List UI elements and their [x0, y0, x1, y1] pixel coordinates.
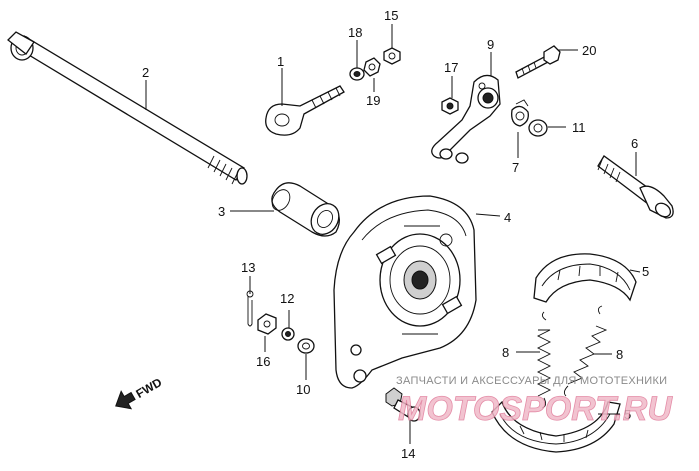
callout-8-right: 8 [616, 347, 623, 362]
chain-adjuster [265, 85, 345, 136]
callout-6: 6 [631, 136, 638, 151]
callout-5-lower: 5 [624, 407, 631, 422]
watermark-caption: ЗАПЧАСТИ И АКСЕССУАРЫ ДЛЯ МОТОТЕХНИКИ [396, 375, 667, 387]
callout-18: 18 [348, 25, 362, 40]
callout-5-upper: 5 [642, 264, 649, 279]
watermark-logo: MOTOSPORT.RU [398, 390, 673, 428]
fwd-label: FWD [134, 375, 165, 401]
callout-9: 9 [487, 37, 494, 52]
brake-shoe-upper [533, 253, 637, 303]
callout-16: 16 [256, 354, 270, 369]
callout-2: 2 [142, 65, 149, 80]
callout-14: 14 [401, 446, 415, 461]
washer-11 [528, 119, 548, 137]
brake-cam [597, 155, 674, 219]
callout-7: 7 [512, 160, 519, 175]
callout-15: 15 [384, 8, 398, 23]
callout-4: 4 [504, 210, 511, 225]
castle-nut [257, 313, 277, 335]
forward-direction-indicator: FWD [115, 375, 165, 410]
brake-shoe-lower [491, 400, 621, 453]
fwd-arrow-icon [115, 390, 136, 410]
callout-19: 19 [366, 93, 380, 108]
nut-15 [383, 47, 401, 65]
leader-lines [145, 24, 641, 444]
callout-10: 10 [296, 382, 310, 397]
callout-3: 3 [218, 204, 225, 219]
callout-1: 1 [277, 54, 284, 69]
brake-panel [333, 195, 477, 389]
rear-axle [7, 31, 248, 185]
nut-17 [441, 97, 459, 115]
cotter-pin [246, 290, 254, 327]
callout-11: 11 [572, 120, 586, 135]
axle-spacer-collar [271, 182, 341, 237]
callouts: 1 2 3 4 5 5 6 7 8 8 9 10 11 12 13 14 15 … [142, 8, 649, 461]
callout-13: 13 [241, 260, 255, 275]
brake-arm [431, 74, 501, 164]
callout-8-left: 8 [502, 345, 509, 360]
callout-17: 17 [444, 60, 458, 75]
bolt-14 [385, 387, 421, 422]
callout-12: 12 [280, 291, 294, 306]
washer-10 [297, 338, 315, 354]
brake-spring-left [536, 311, 552, 409]
washer-12 [281, 327, 295, 341]
site-watermark: ЗАПЧАСТИ И АКСЕССУАРЫ ДЛЯ МОТОТЕХНИКИ MO… [396, 375, 674, 428]
brake-arm-bolt [515, 45, 561, 79]
callout-20: 20 [582, 43, 596, 58]
nut-19 [363, 57, 381, 77]
washer-18 [349, 67, 365, 81]
wear-indicator-plate [511, 99, 529, 127]
